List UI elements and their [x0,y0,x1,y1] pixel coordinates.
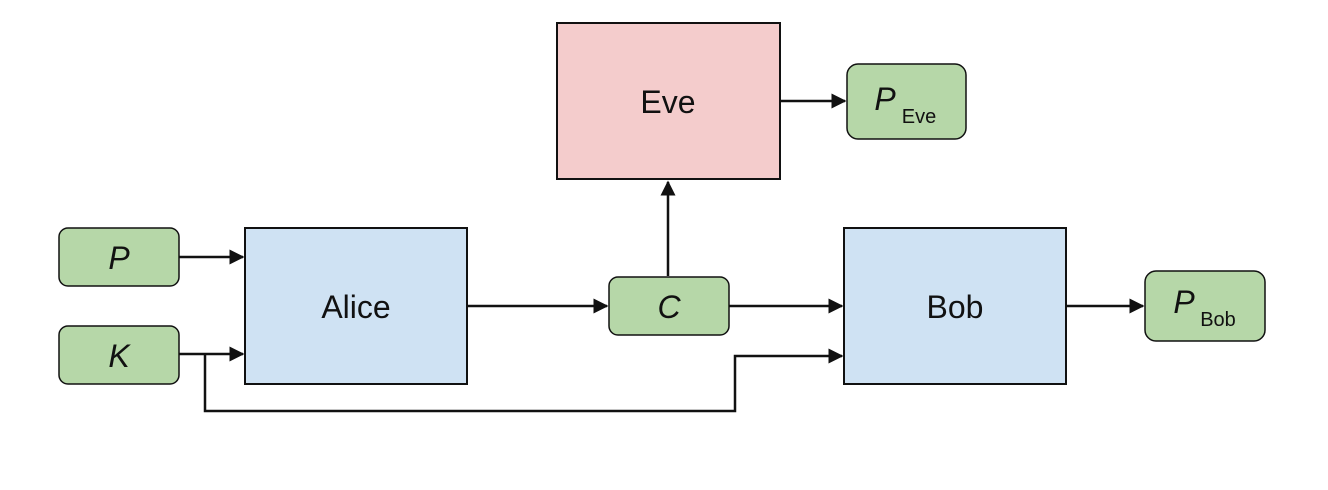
p-bob-subscript: Bob [1200,309,1236,331]
k-label: K [108,338,131,374]
eve-label: Eve [640,84,695,120]
alice-node: Alice [244,227,468,385]
p-eve-subscript: Eve [902,106,936,128]
p-node: P [58,227,180,287]
p-label: P [108,240,130,276]
c-node: C [608,276,730,336]
edge-k-to-bob [203,348,844,413]
bob-node: Bob [843,227,1067,385]
eve-node: Eve [556,22,781,180]
p-bob-node: P Bob [1144,270,1266,342]
bob-label: Bob [927,289,984,325]
p-eve-label: P [874,81,896,117]
p-eve-node: P Eve [846,63,967,140]
c-label: C [657,289,681,325]
p-bob-label: P [1173,284,1195,320]
k-node: K [58,325,180,385]
alice-label: Alice [321,289,390,325]
